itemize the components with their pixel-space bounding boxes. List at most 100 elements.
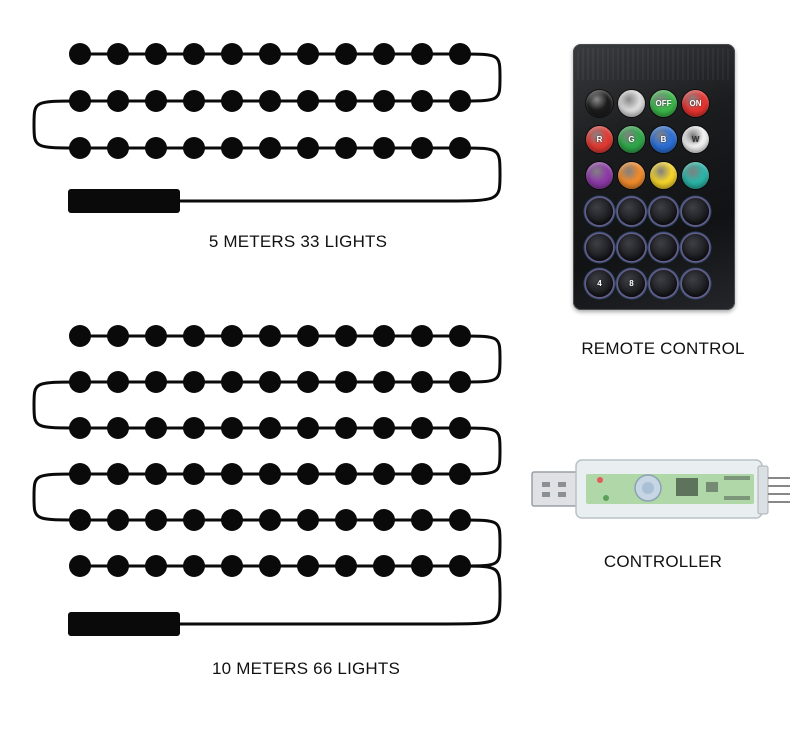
led-light bbox=[411, 90, 433, 112]
led-light bbox=[411, 463, 433, 485]
led-light bbox=[297, 417, 319, 439]
led-light bbox=[259, 463, 281, 485]
led-light bbox=[449, 509, 471, 531]
led-light bbox=[373, 463, 395, 485]
remote-button-label: OFF bbox=[655, 99, 672, 108]
led-light bbox=[69, 90, 91, 112]
remote-button-white[interactable]: W bbox=[682, 126, 709, 153]
remote-button-flash[interactable] bbox=[586, 198, 613, 225]
controller-pcb bbox=[586, 474, 754, 504]
led-light bbox=[449, 137, 471, 159]
led-light bbox=[449, 417, 471, 439]
led-light bbox=[221, 371, 243, 393]
remote-button-fade[interactable] bbox=[618, 198, 645, 225]
led-light bbox=[335, 43, 357, 65]
led-light bbox=[145, 555, 167, 577]
controller-chip-1 bbox=[676, 478, 698, 496]
led-light bbox=[259, 509, 281, 531]
led-light bbox=[69, 417, 91, 439]
remote-button-brightness-down[interactable] bbox=[618, 90, 645, 117]
led-light bbox=[373, 43, 395, 65]
led-light bbox=[107, 509, 129, 531]
led-light bbox=[297, 371, 319, 393]
led-light bbox=[69, 509, 91, 531]
remote-button-mode-6[interactable] bbox=[618, 234, 645, 261]
remote-button-brightness-up[interactable] bbox=[586, 90, 613, 117]
led-light bbox=[411, 137, 433, 159]
led-light bbox=[373, 325, 395, 347]
usb-plug-metal bbox=[531, 471, 579, 507]
remote-button-mode-7[interactable] bbox=[650, 234, 677, 261]
large-strip-caption: 10 METERS 66 LIGHTS bbox=[211, 659, 401, 678]
remote-button-label: B bbox=[660, 135, 667, 144]
led-light bbox=[297, 43, 319, 65]
led-light bbox=[411, 509, 433, 531]
led-light bbox=[145, 137, 167, 159]
light-strips-diagram bbox=[32, 43, 502, 636]
remote-button-on[interactable]: ON bbox=[682, 90, 709, 117]
led-light bbox=[335, 325, 357, 347]
led-light bbox=[411, 371, 433, 393]
remote-button-music-2[interactable] bbox=[682, 234, 709, 261]
led-light bbox=[411, 43, 433, 65]
remote-button-mode-5[interactable] bbox=[586, 234, 613, 261]
led-light bbox=[107, 371, 129, 393]
strip-wire bbox=[32, 52, 502, 203]
led-light bbox=[297, 90, 319, 112]
led-light bbox=[335, 417, 357, 439]
led-light bbox=[259, 137, 281, 159]
led-light bbox=[183, 555, 205, 577]
remote-button-mode-12[interactable] bbox=[682, 270, 709, 297]
remote-button-orange[interactable] bbox=[618, 162, 645, 189]
led-light bbox=[259, 417, 281, 439]
remote-button-cyan[interactable] bbox=[682, 162, 709, 189]
led-light bbox=[145, 417, 167, 439]
led-light bbox=[373, 90, 395, 112]
led-light bbox=[183, 463, 205, 485]
remote-button-blue[interactable]: B bbox=[650, 126, 677, 153]
led-light bbox=[183, 43, 205, 65]
remote-control-caption: REMOTE CONTROL bbox=[581, 339, 745, 358]
led-light bbox=[449, 463, 471, 485]
remote-button-red[interactable]: R bbox=[586, 126, 613, 153]
led-light bbox=[297, 325, 319, 347]
light-strip-10m bbox=[32, 325, 502, 636]
led-light bbox=[335, 371, 357, 393]
led-light bbox=[183, 90, 205, 112]
led-light bbox=[107, 90, 129, 112]
remote-button-off[interactable]: OFF bbox=[650, 90, 677, 117]
led-light bbox=[221, 43, 243, 65]
led-light bbox=[69, 137, 91, 159]
led-light bbox=[297, 463, 319, 485]
remote-button-mode-3[interactable] bbox=[650, 198, 677, 225]
remote-button-purple[interactable] bbox=[586, 162, 613, 189]
controller-chip-2 bbox=[706, 482, 718, 492]
remote-button-label: W bbox=[691, 135, 700, 144]
led-light bbox=[449, 43, 471, 65]
light-strip-5m bbox=[32, 43, 502, 213]
led-light bbox=[145, 43, 167, 65]
usb-plug-slot-2 bbox=[558, 482, 566, 487]
led-light bbox=[221, 90, 243, 112]
led-light bbox=[411, 417, 433, 439]
remote-button-yellow[interactable] bbox=[650, 162, 677, 189]
led-light bbox=[69, 463, 91, 485]
remote-button-speed-8[interactable]: 8 bbox=[618, 270, 645, 297]
led-light bbox=[221, 137, 243, 159]
strip-connector bbox=[68, 189, 180, 213]
remote-button-mode-11[interactable] bbox=[650, 270, 677, 297]
led-light bbox=[297, 555, 319, 577]
led-light bbox=[183, 417, 205, 439]
usb-plug-slot-1 bbox=[542, 482, 550, 487]
remote-button-green[interactable]: G bbox=[618, 126, 645, 153]
led-light bbox=[411, 555, 433, 577]
remote-button-speed-4[interactable]: 4 bbox=[586, 270, 613, 297]
remote-button-music-1[interactable] bbox=[682, 198, 709, 225]
led-light bbox=[373, 555, 395, 577]
led-light bbox=[335, 555, 357, 577]
led-light bbox=[297, 137, 319, 159]
usb-controller bbox=[531, 459, 790, 519]
led-light bbox=[221, 325, 243, 347]
led-light bbox=[259, 555, 281, 577]
led-light bbox=[183, 371, 205, 393]
